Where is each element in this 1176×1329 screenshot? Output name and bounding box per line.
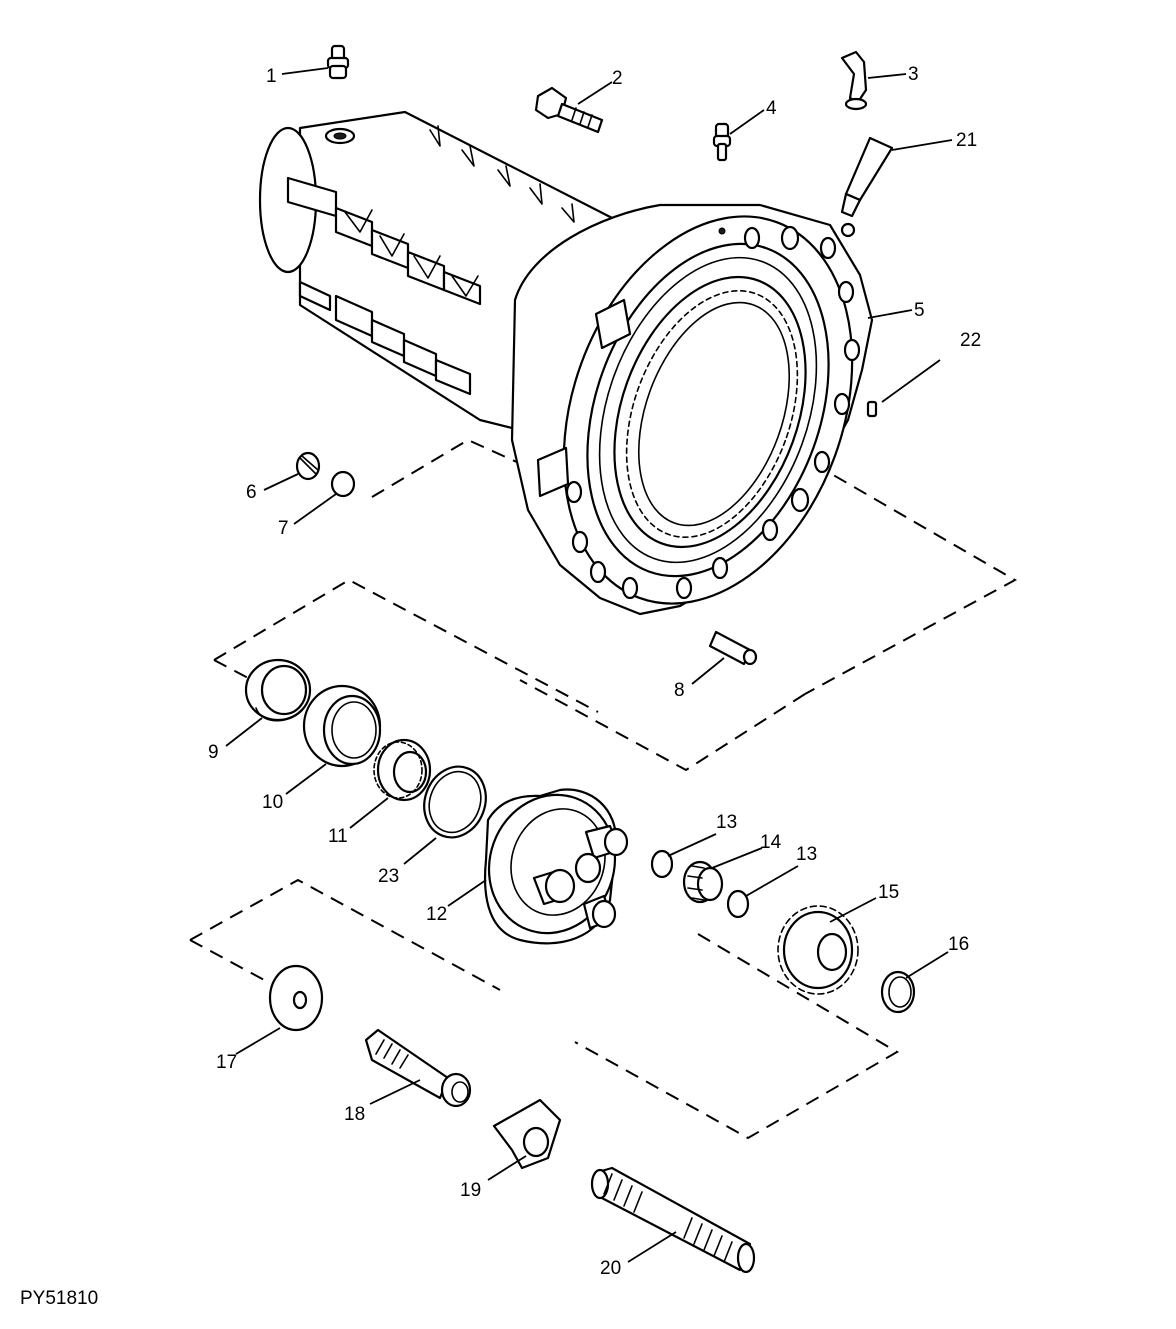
callout-17: 17	[216, 1052, 237, 1073]
part-10-bearing-cup	[302, 684, 382, 768]
callout-4: 4	[766, 98, 777, 119]
carrier-pins	[532, 824, 629, 930]
part-3-clip	[840, 50, 868, 111]
part-12-planet-carrier	[483, 788, 629, 945]
callout-labels: 1 2 3 4 21 5 22 6 7 8 9 10 11 23 12 13 1…	[208, 64, 981, 1279]
callout-10: 10	[262, 792, 283, 813]
callout-1: 1	[266, 66, 277, 87]
callout-19: 19	[460, 1180, 481, 1201]
part-9-seal	[244, 658, 312, 722]
callout-21: 21	[956, 130, 977, 151]
part-13-washer-b	[726, 889, 750, 919]
callout-12: 12	[426, 904, 447, 925]
callout-9: 9	[208, 742, 219, 763]
part-13-washer-a	[650, 849, 674, 879]
callout-14: 14	[760, 832, 782, 853]
part-21-sealant-tube	[840, 136, 894, 238]
figure-id: PY51810	[20, 1288, 98, 1309]
callout-16: 16	[948, 934, 969, 955]
assembly-outline-carrier	[213, 578, 806, 772]
part-7-o-ring	[330, 470, 356, 498]
callout-11: 11	[328, 826, 348, 847]
part-19-lock-plate	[492, 1098, 562, 1170]
callout-7: 7	[278, 518, 289, 539]
part-8-dowel-pin	[708, 630, 758, 666]
final-drive-housing	[258, 110, 874, 616]
part-1-plug	[326, 44, 350, 80]
callout-23: 23	[378, 866, 399, 887]
callout-13b: 13	[796, 844, 817, 865]
callout-8: 8	[674, 680, 685, 701]
flange-bolt-holes	[565, 225, 861, 600]
callout-20: 20	[600, 1258, 621, 1279]
callout-5: 5	[914, 300, 925, 321]
callout-13a: 13	[716, 812, 737, 833]
leader-lines	[225, 67, 953, 1263]
part-11-bearing-cone	[373, 738, 432, 802]
part-23-o-ring	[423, 765, 487, 839]
part-20-axle-shaft	[590, 1166, 756, 1274]
part-14-needle-bearing	[682, 860, 724, 904]
part-6-plug	[295, 451, 321, 481]
part-16-snap-ring	[880, 970, 916, 1014]
part-17-thrust-washer	[268, 964, 324, 1032]
part-22-pin	[866, 400, 878, 418]
callout-2: 2	[612, 68, 623, 89]
callout-3: 3	[908, 64, 919, 85]
assembly-outline-shaft	[189, 878, 899, 1140]
callout-6: 6	[246, 482, 257, 503]
callout-15: 15	[878, 882, 899, 903]
housing-ribs	[286, 125, 575, 396]
part-18-cap-screw	[364, 1028, 472, 1108]
part-4-fitting	[712, 122, 732, 162]
part-15-planet-gear	[777, 905, 859, 995]
part-2-bolt	[534, 86, 604, 134]
callout-22: 22	[960, 330, 981, 351]
callout-18: 18	[344, 1104, 365, 1125]
